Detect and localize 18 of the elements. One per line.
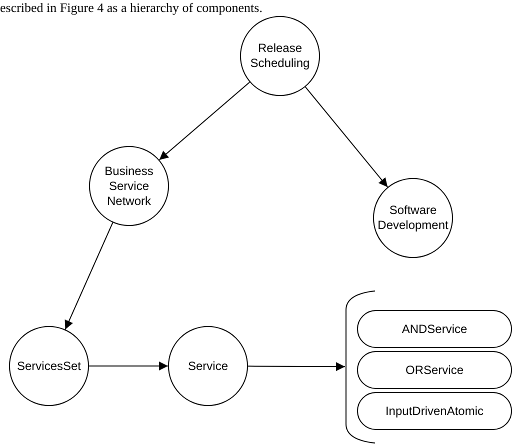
rounded-box — [357, 351, 512, 389]
node-label: InputDrivenAtomic — [385, 403, 484, 420]
text-fragment: escribed in Figure 4 as a hierarchy of components. — [0, 0, 262, 15]
node-label: ServicesSet — [16, 358, 82, 374]
node-label: Business Service Network — [104, 164, 154, 208]
arrow — [88, 362, 168, 370]
bracket-group — [345, 290, 514, 444]
node-label: Release Scheduling — [249, 41, 311, 71]
arrow — [64, 222, 114, 330]
arrow — [248, 362, 346, 372]
rounded-box — [357, 310, 512, 348]
arrow — [304, 86, 388, 188]
node-label: Software Development — [378, 203, 448, 233]
rounded-box — [357, 392, 512, 430]
arrow — [158, 82, 250, 160]
node-label: ORService — [405, 362, 464, 379]
node-label: ANDService — [402, 321, 468, 338]
node-label: Service — [188, 358, 228, 374]
